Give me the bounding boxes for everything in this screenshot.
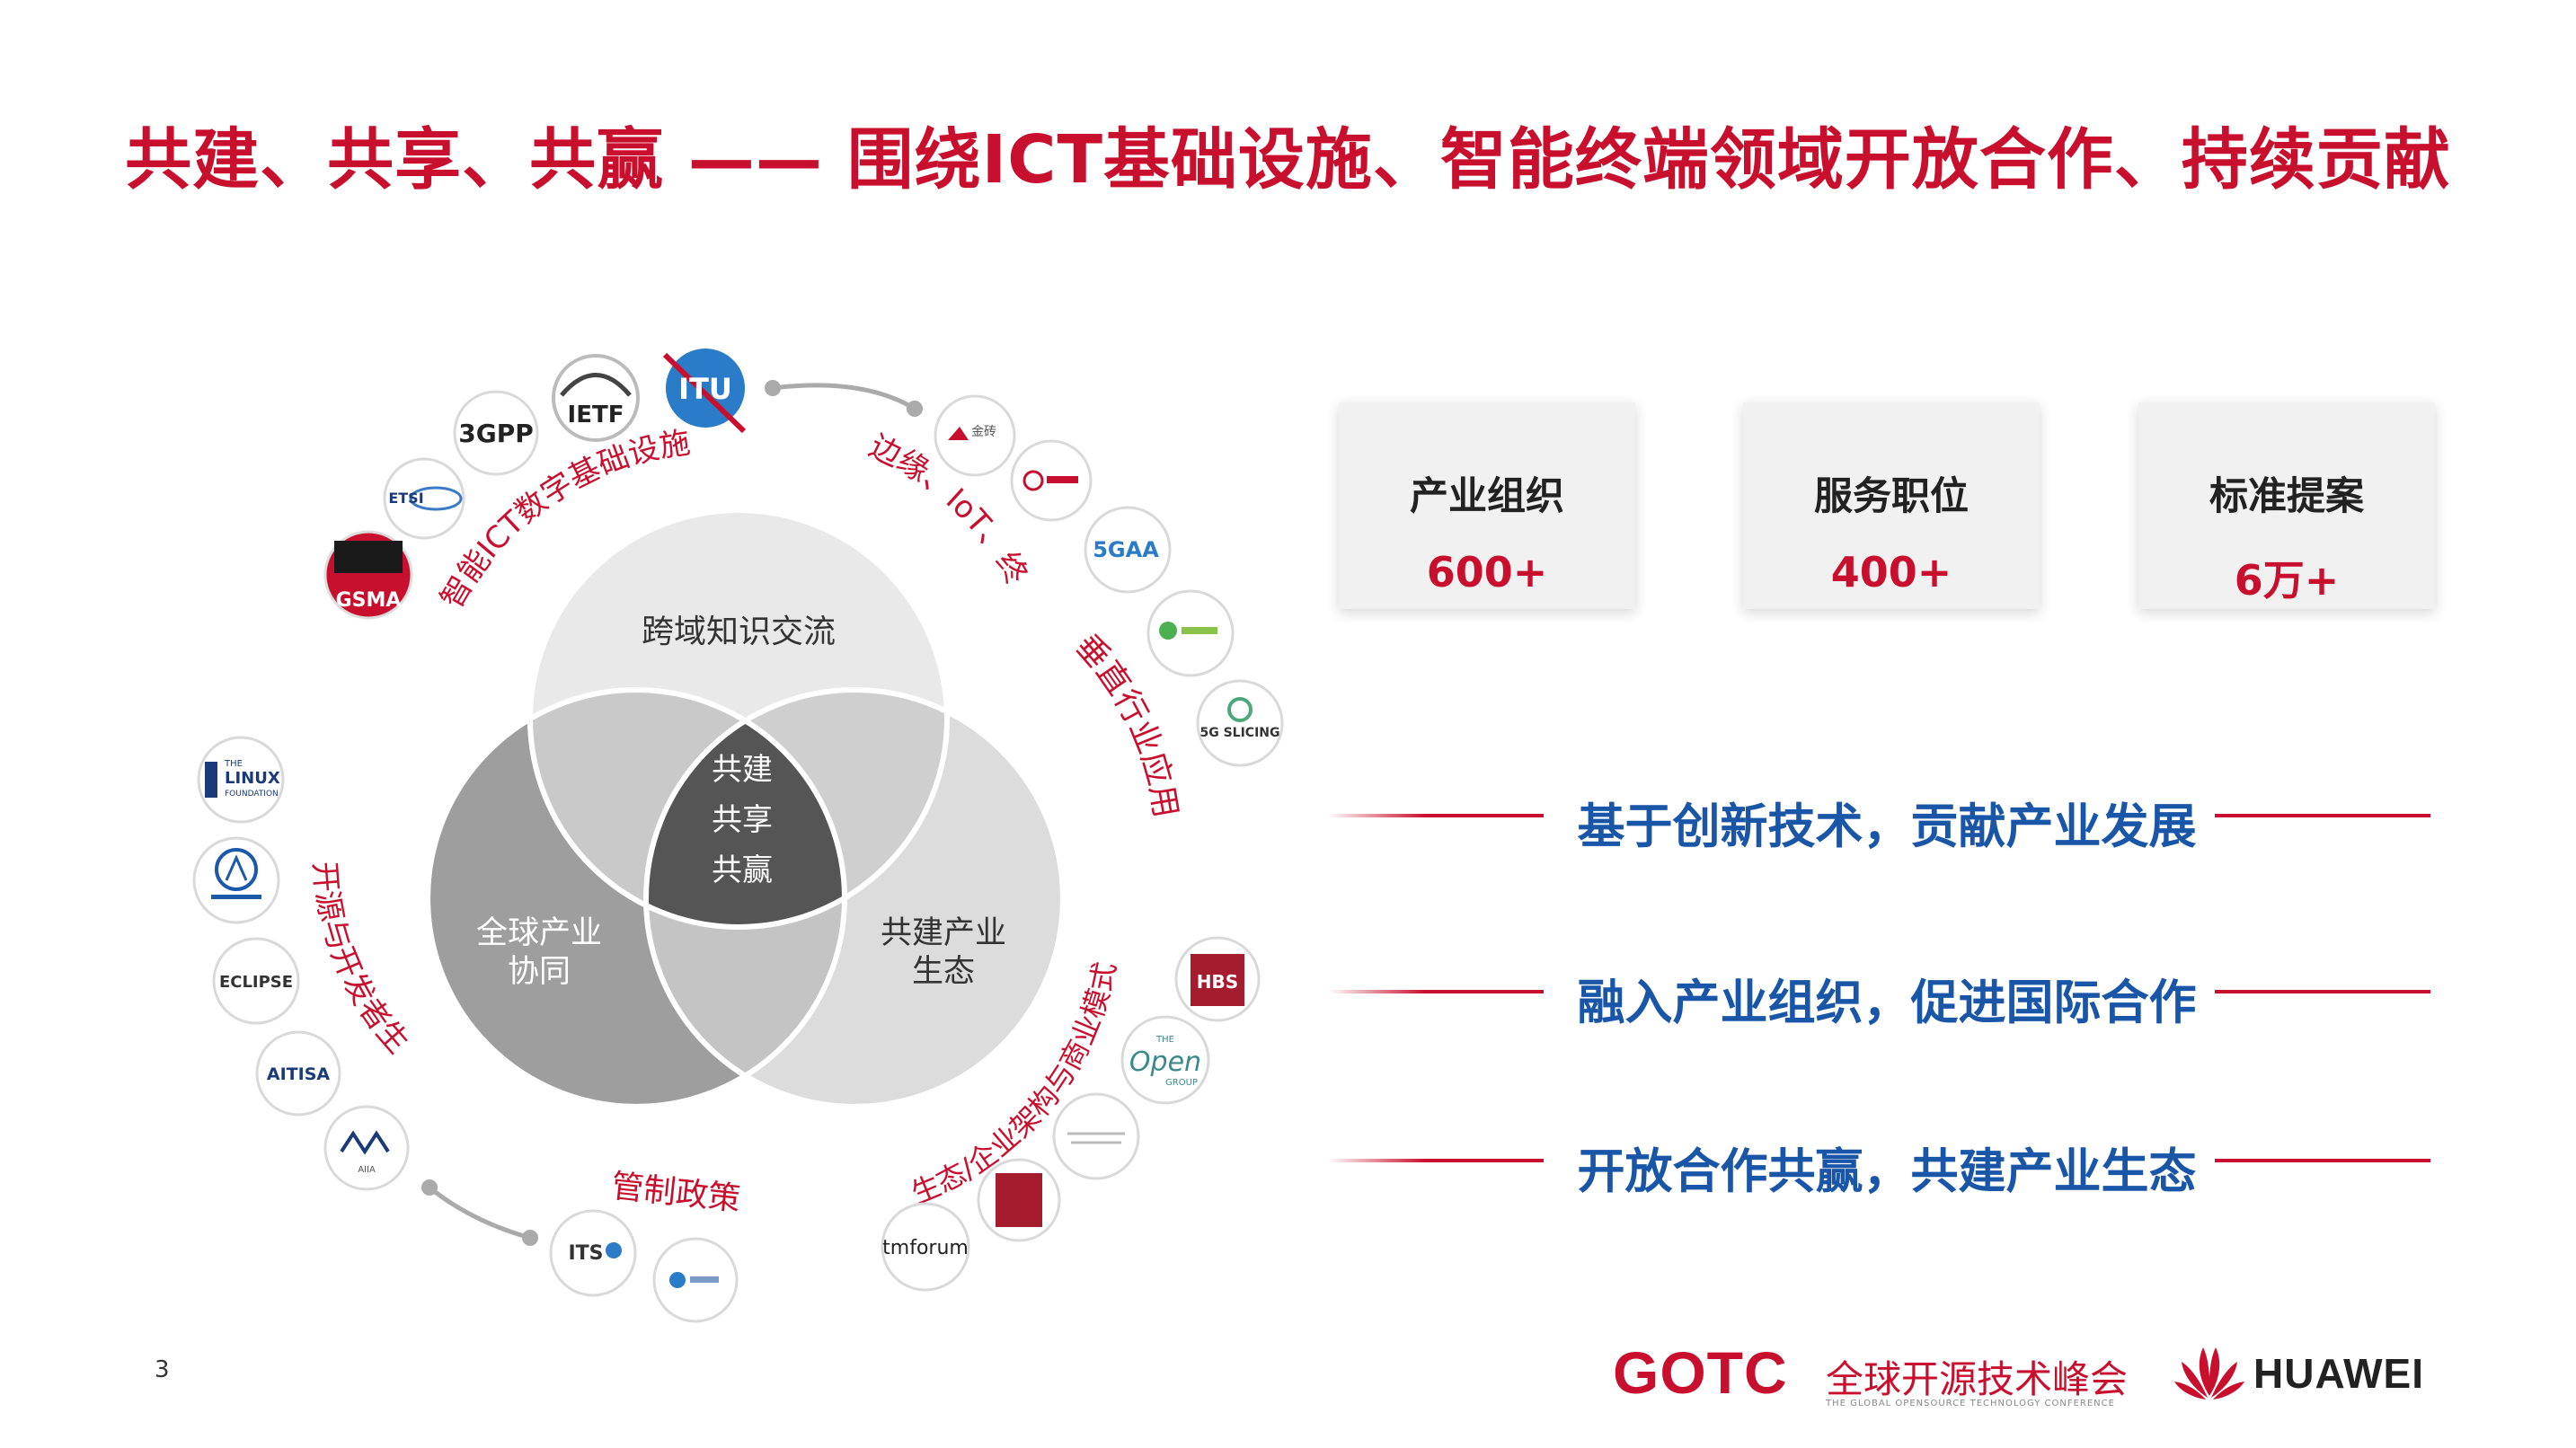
stat-value: 400+ [1830, 548, 1952, 596]
connector-arc-top [772, 383, 916, 411]
svg-text:GSMA: GSMA [336, 589, 402, 612]
slogan-line-right [2215, 814, 2430, 817]
logo-its: ITS [549, 1209, 637, 1297]
logo-itu: ITU [662, 349, 747, 434]
svg-text:金砖: 金砖 [971, 425, 996, 439]
logo-3gpp: 3GPP [453, 390, 539, 476]
page-title: 共建、共享、共赢 —— 围绕ICT基础设施、智能终端领域开放合作、持续贡献 [125, 121, 2451, 199]
page-number: 3 [155, 1356, 170, 1383]
svg-text:5G SLICING: 5G SLICING [1199, 726, 1279, 740]
huawei-logo-text: HUAWEI [2253, 1350, 2424, 1397]
svg-text:Open: Open [1129, 1046, 1201, 1078]
stat-card-service-positions: 服务职位 400+ [1743, 402, 2040, 609]
ecosystem-diagram: 跨域知识交流 全球产业 协同 共建产业 生态 共建 共享 共赢 智能ICT数字基… [0, 0, 1284, 1323]
slogan-line-right [2215, 1159, 2430, 1162]
conference-name-en: THE GLOBAL OPENSOURCE TECHNOLOGY CONFERE… [1826, 1399, 2115, 1408]
slogan-line-right [2215, 990, 2430, 993]
stat-value: 6万+ [2234, 556, 2340, 605]
svg-text:IETF: IETF [568, 402, 624, 428]
venn-right-label-1: 共建产业 [881, 915, 1006, 951]
svg-text:ECLIPSE: ECLIPSE [219, 973, 293, 992]
slogan-1: 基于创新技术，贡献产业发展 [1577, 799, 2197, 854]
logo-open-group: THE Open GROUP [1120, 1015, 1210, 1105]
logo-hbs: HBS [1174, 936, 1261, 1022]
svg-text:THE: THE [224, 759, 243, 769]
svg-text:LINUX: LINUX [225, 769, 280, 788]
logo-aiia: AIIA [323, 1105, 410, 1191]
stat-label: 产业组织 [1410, 474, 1564, 519]
venn-center [646, 690, 845, 927]
venn-right-label-2: 生态 [912, 954, 975, 990]
logo-china-assoc [652, 1237, 739, 1323]
svg-text:GROUP: GROUP [1165, 1078, 1198, 1088]
svg-text:THE: THE [1155, 1035, 1174, 1045]
venn-center-label-2: 共享 [712, 802, 773, 838]
svg-text:HBS: HBS [1197, 971, 1238, 993]
svg-text:AIIA: AIIA [358, 1165, 376, 1175]
stat-label: 服务职位 [1814, 474, 1969, 519]
svg-text:FOUNDATION: FOUNDATION [225, 790, 279, 799]
logo-eclipse: ECLIPSE [212, 937, 300, 1025]
logo-red-org [1010, 439, 1093, 522]
gotc-logo: GOTC [1613, 1339, 1788, 1406]
stat-card-industry-orgs: 产业组织 600+ [1339, 402, 1635, 609]
logo-etsi: ETSI [383, 457, 465, 540]
logo-tmforum: tmforum [881, 1202, 970, 1292]
logo-openatom [192, 836, 280, 924]
logo-jinzhuan: 金砖 [934, 394, 1016, 477]
slogan-3: 开放合作共赢，共建产业生态 [1577, 1144, 2197, 1199]
conference-name: 全球开源技术峰会 [1826, 1357, 2129, 1401]
slogan-2: 融入产业组织，促进国际合作 [1577, 976, 2197, 1030]
arc-label-policy: 管制政策 [609, 1168, 742, 1218]
svg-text:tmforum: tmforum [882, 1237, 969, 1259]
venn-left-label-1: 全球产业 [476, 915, 602, 951]
stat-card-standard-proposals: 标准提案 6万+ [2138, 402, 2435, 609]
venn-top-label: 跨域知识交流 [642, 614, 836, 650]
stat-label: 标准提案 [2209, 474, 2364, 519]
svg-text:3GPP: 3GPP [458, 419, 534, 448]
slogan-line-left [1328, 990, 1544, 993]
logo-linux-foundation: THE LINUX FOUNDATION [197, 736, 285, 824]
logo-aitisa: AITISA [255, 1030, 341, 1117]
logo-gray-org [1052, 1092, 1140, 1180]
huawei-flower-icon [2174, 1347, 2244, 1399]
slogan-line-left [1328, 814, 1544, 817]
logo-5gaa: 5GAA [1084, 506, 1172, 594]
logo-green-org [1146, 589, 1235, 677]
venn-left-label-2: 协同 [508, 954, 571, 990]
svg-text:ITU: ITU [678, 372, 732, 406]
svg-text:ETSI: ETSI [388, 490, 423, 507]
connector-arc-bottom [428, 1186, 531, 1241]
venn-center-label-3: 共赢 [712, 852, 773, 888]
stat-value: 600+ [1426, 548, 1548, 596]
svg-text:5GAA: 5GAA [1093, 537, 1159, 562]
venn-center-label-1: 共建 [712, 752, 773, 788]
slogan-line-left [1328, 1159, 1544, 1162]
logo-westlake [977, 1158, 1061, 1242]
logo-5g-slicing: 5G SLICING [1196, 679, 1284, 767]
logo-ietf: IETF [552, 354, 640, 442]
logo-gsma: GSMA [323, 530, 413, 620]
svg-text:AITISA: AITISA [267, 1064, 330, 1084]
svg-text:ITS: ITS [568, 1242, 603, 1265]
